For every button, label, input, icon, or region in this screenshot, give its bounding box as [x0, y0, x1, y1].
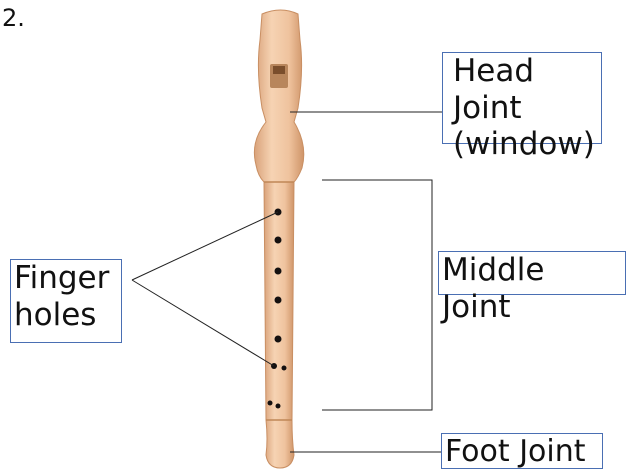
head-joint-label: Head Joint (window) — [442, 52, 602, 162]
head-joint-label-line1: Head Joint — [453, 53, 535, 126]
finger-hole — [274, 267, 282, 275]
finger-holes-label-line2: holes — [14, 296, 97, 333]
head-joint-label-line2: (window) — [453, 126, 595, 163]
foot-joint-label: Foot Joint — [441, 433, 603, 469]
finger-hole — [274, 335, 282, 343]
finger-hole — [267, 400, 273, 406]
finger-hole — [275, 403, 281, 409]
finger-holes-leader-top — [131, 211, 279, 281]
finger-holes-leader-bottom — [131, 279, 275, 367]
finger-hole — [274, 236, 282, 244]
finger-hole — [281, 365, 287, 371]
recorder-head — [253, 9, 305, 183]
question-number: 2. — [2, 4, 25, 32]
finger-hole — [274, 296, 282, 304]
leader-lines — [131, 111, 442, 453]
recorder — [253, 9, 305, 469]
middle-joint-label: Middle Joint — [438, 251, 626, 325]
recorder-body — [263, 181, 295, 469]
finger-holes-label: Finger holes — [10, 259, 122, 343]
middle-joint-bracket — [322, 179, 433, 411]
window-shadow — [273, 66, 285, 74]
finger-holes-label-line1: Finger — [14, 260, 110, 296]
